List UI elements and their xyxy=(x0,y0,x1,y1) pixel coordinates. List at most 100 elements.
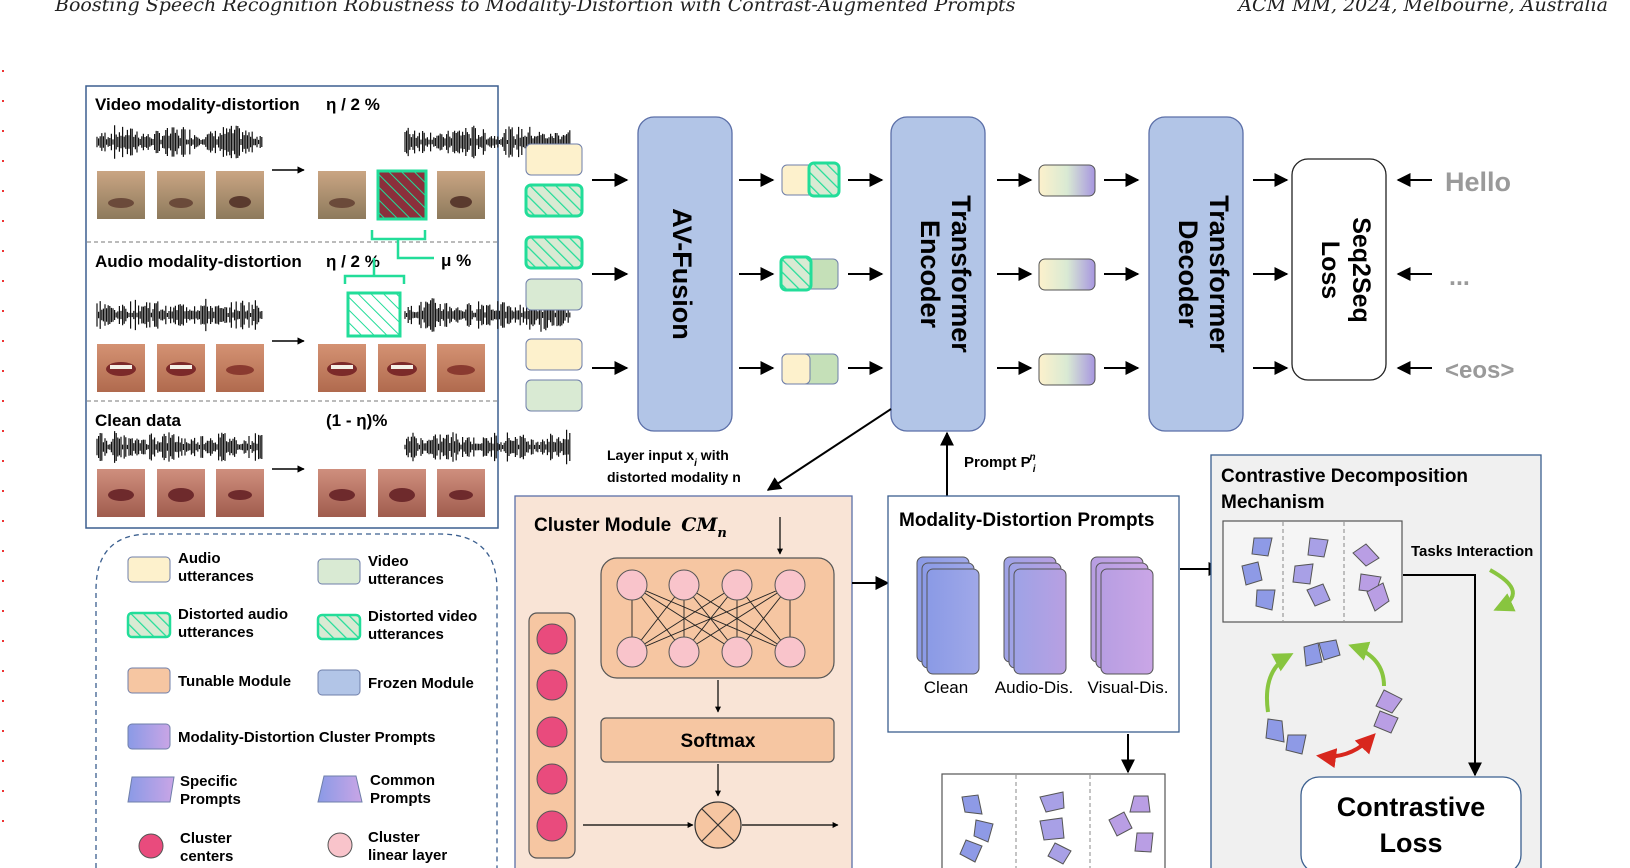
legend-frozen-swatch xyxy=(317,669,361,696)
av-fusion-label: AV-Fusion xyxy=(667,208,697,340)
svg-text:Cluster: Cluster xyxy=(368,829,420,846)
softmax-label: Softmax xyxy=(681,731,756,752)
svg-text:Audio: Audio xyxy=(178,550,221,567)
cycle-arrow-left xyxy=(1265,653,1294,713)
cluster-center xyxy=(536,716,568,748)
cycle-shapes xyxy=(1265,639,1403,755)
distortion-data-panel: Video modality-distortion η / 2 % Audio … xyxy=(85,85,571,529)
legend-dist-audio-l1: Distorted audio xyxy=(178,606,288,623)
svg-text:utterances: utterances xyxy=(178,568,254,585)
group-visual: Visual-Dis. xyxy=(1088,678,1169,697)
encoded-token-1 xyxy=(1038,164,1096,197)
svg-text:Cluster: Cluster xyxy=(180,830,232,847)
input-audio-1 xyxy=(525,143,583,176)
tasks-interaction-arrow xyxy=(1489,568,1516,612)
group-audio: Audio-Dis. xyxy=(995,678,1073,697)
encoded-token-2 xyxy=(1038,258,1096,291)
seq2seq-label-line1: Seq2Seq xyxy=(1347,217,1375,323)
transformer-decoder xyxy=(1148,116,1244,432)
video-distortion-title: Video modality-distortion xyxy=(95,95,300,114)
svg-text:Prompts: Prompts xyxy=(180,791,241,808)
legend-common-shape xyxy=(317,775,363,803)
nn-neuron xyxy=(721,636,753,668)
input-video-2 xyxy=(525,278,583,311)
nn-connection xyxy=(683,584,791,653)
waveform xyxy=(404,298,571,332)
target-eos: <eos> xyxy=(1445,357,1514,384)
legend-video-l2: utterances xyxy=(368,571,444,588)
svg-text:Specific: Specific xyxy=(180,773,238,790)
legend-linear-l1: Cluster xyxy=(368,829,420,846)
svg-text:Prompts: Prompts xyxy=(370,790,431,807)
legend-cluster-prompts-label: Modality-Distortion Cluster Prompts xyxy=(178,729,436,746)
contrastive-title-l1: Contrastive Decomposition xyxy=(1221,466,1468,487)
waveform xyxy=(96,298,263,332)
legend: Audio utterances Video utterances Distor… xyxy=(95,533,498,868)
legend-dist-video-l2: utterances xyxy=(368,626,444,643)
nn-connection xyxy=(631,584,791,653)
audio-distortion-title: Audio modality-distortion xyxy=(95,252,302,271)
legend-specific-shape xyxy=(127,776,175,803)
prompt-stack-clean xyxy=(916,556,980,675)
cluster-center xyxy=(536,763,568,795)
legend-tunable-swatch xyxy=(127,667,171,694)
svg-text:Video: Video xyxy=(368,553,409,570)
svg-text:linear layer: linear layer xyxy=(368,847,447,864)
fused-tokens xyxy=(779,161,841,385)
waveform xyxy=(404,429,571,465)
input-dist-audio-2 xyxy=(524,235,584,270)
cluster-center xyxy=(536,623,568,655)
clean-data-title: Clean data xyxy=(95,411,182,430)
target-hello: Hello xyxy=(1445,167,1511,197)
audio-distortion-ratio: η / 2 % xyxy=(326,252,380,271)
prompt-stack-visual xyxy=(1090,556,1154,675)
legend-linear-l2: linear layer xyxy=(368,847,447,864)
legend-cluster-center-dot xyxy=(138,833,164,859)
legend-common-l1: Common xyxy=(370,772,435,789)
input-video-3 xyxy=(525,379,583,412)
seq2seq-loss xyxy=(1291,158,1387,381)
svg-text:centers: centers xyxy=(180,848,233,865)
legend-cluster-prompts-swatch xyxy=(127,723,171,750)
scatter-shapes-visual xyxy=(1108,795,1154,853)
contrastive-mechanism: Contrastive Decomposition Mechanism Task… xyxy=(1210,454,1542,868)
legend-audio-swatch xyxy=(127,556,171,583)
legend-audio-l2: utterances xyxy=(178,568,254,585)
input-dist-video-1 xyxy=(524,183,584,218)
scatter-shapes-clean xyxy=(959,794,994,863)
svg-text:utterances: utterances xyxy=(368,571,444,588)
layer-input-label-l2: distorted modality n xyxy=(607,469,741,485)
modality-distortion-prompts: Modality-Distortion Prompts Clean Audio-… xyxy=(887,495,1223,868)
pipeline: AV-Fusion Transformer Encoder Transforme… xyxy=(524,116,1514,496)
contrastive-loss xyxy=(1300,776,1522,868)
legend-centers-l1: Cluster xyxy=(180,830,232,847)
transformer-encoder xyxy=(890,116,986,432)
svg-text:Distorted video: Distorted video xyxy=(368,608,477,625)
cycle-arrow-right xyxy=(1348,641,1386,687)
running-header-title: Boosting Speech Recognition Robustness t… xyxy=(55,0,1016,16)
legend-video-swatch xyxy=(317,558,361,585)
contrastive-title-l2: Mechanism xyxy=(1221,492,1324,513)
face-thumbnails xyxy=(97,169,485,517)
svg-text:Common: Common xyxy=(370,772,435,789)
prompts-title: Modality-Distortion Prompts xyxy=(899,510,1154,531)
contrastive-loss-l2: Loss xyxy=(1379,828,1442,858)
nn-neuron xyxy=(774,569,806,601)
nn-neuron xyxy=(616,636,648,668)
waveform xyxy=(96,431,263,463)
scatter-shapes-audio xyxy=(1039,791,1072,865)
softmax-box xyxy=(600,717,835,763)
waveforms xyxy=(96,125,571,465)
layer-input-label-l1: Layer input xi with xyxy=(607,447,729,469)
encoded-token-3 xyxy=(1038,353,1096,386)
encoder-label-line2: Encoder xyxy=(915,220,945,329)
legend-dist-audio-l2: utterances xyxy=(178,624,254,641)
mu-ratio: μ % xyxy=(441,251,471,270)
legend-specific-l2: Prompts xyxy=(180,791,241,808)
mu-bracket xyxy=(343,230,434,284)
nn-neuron xyxy=(616,569,648,601)
legend-centers-l2: centers xyxy=(180,848,233,865)
clean-data-ratio: (1 - η)% xyxy=(326,411,387,430)
